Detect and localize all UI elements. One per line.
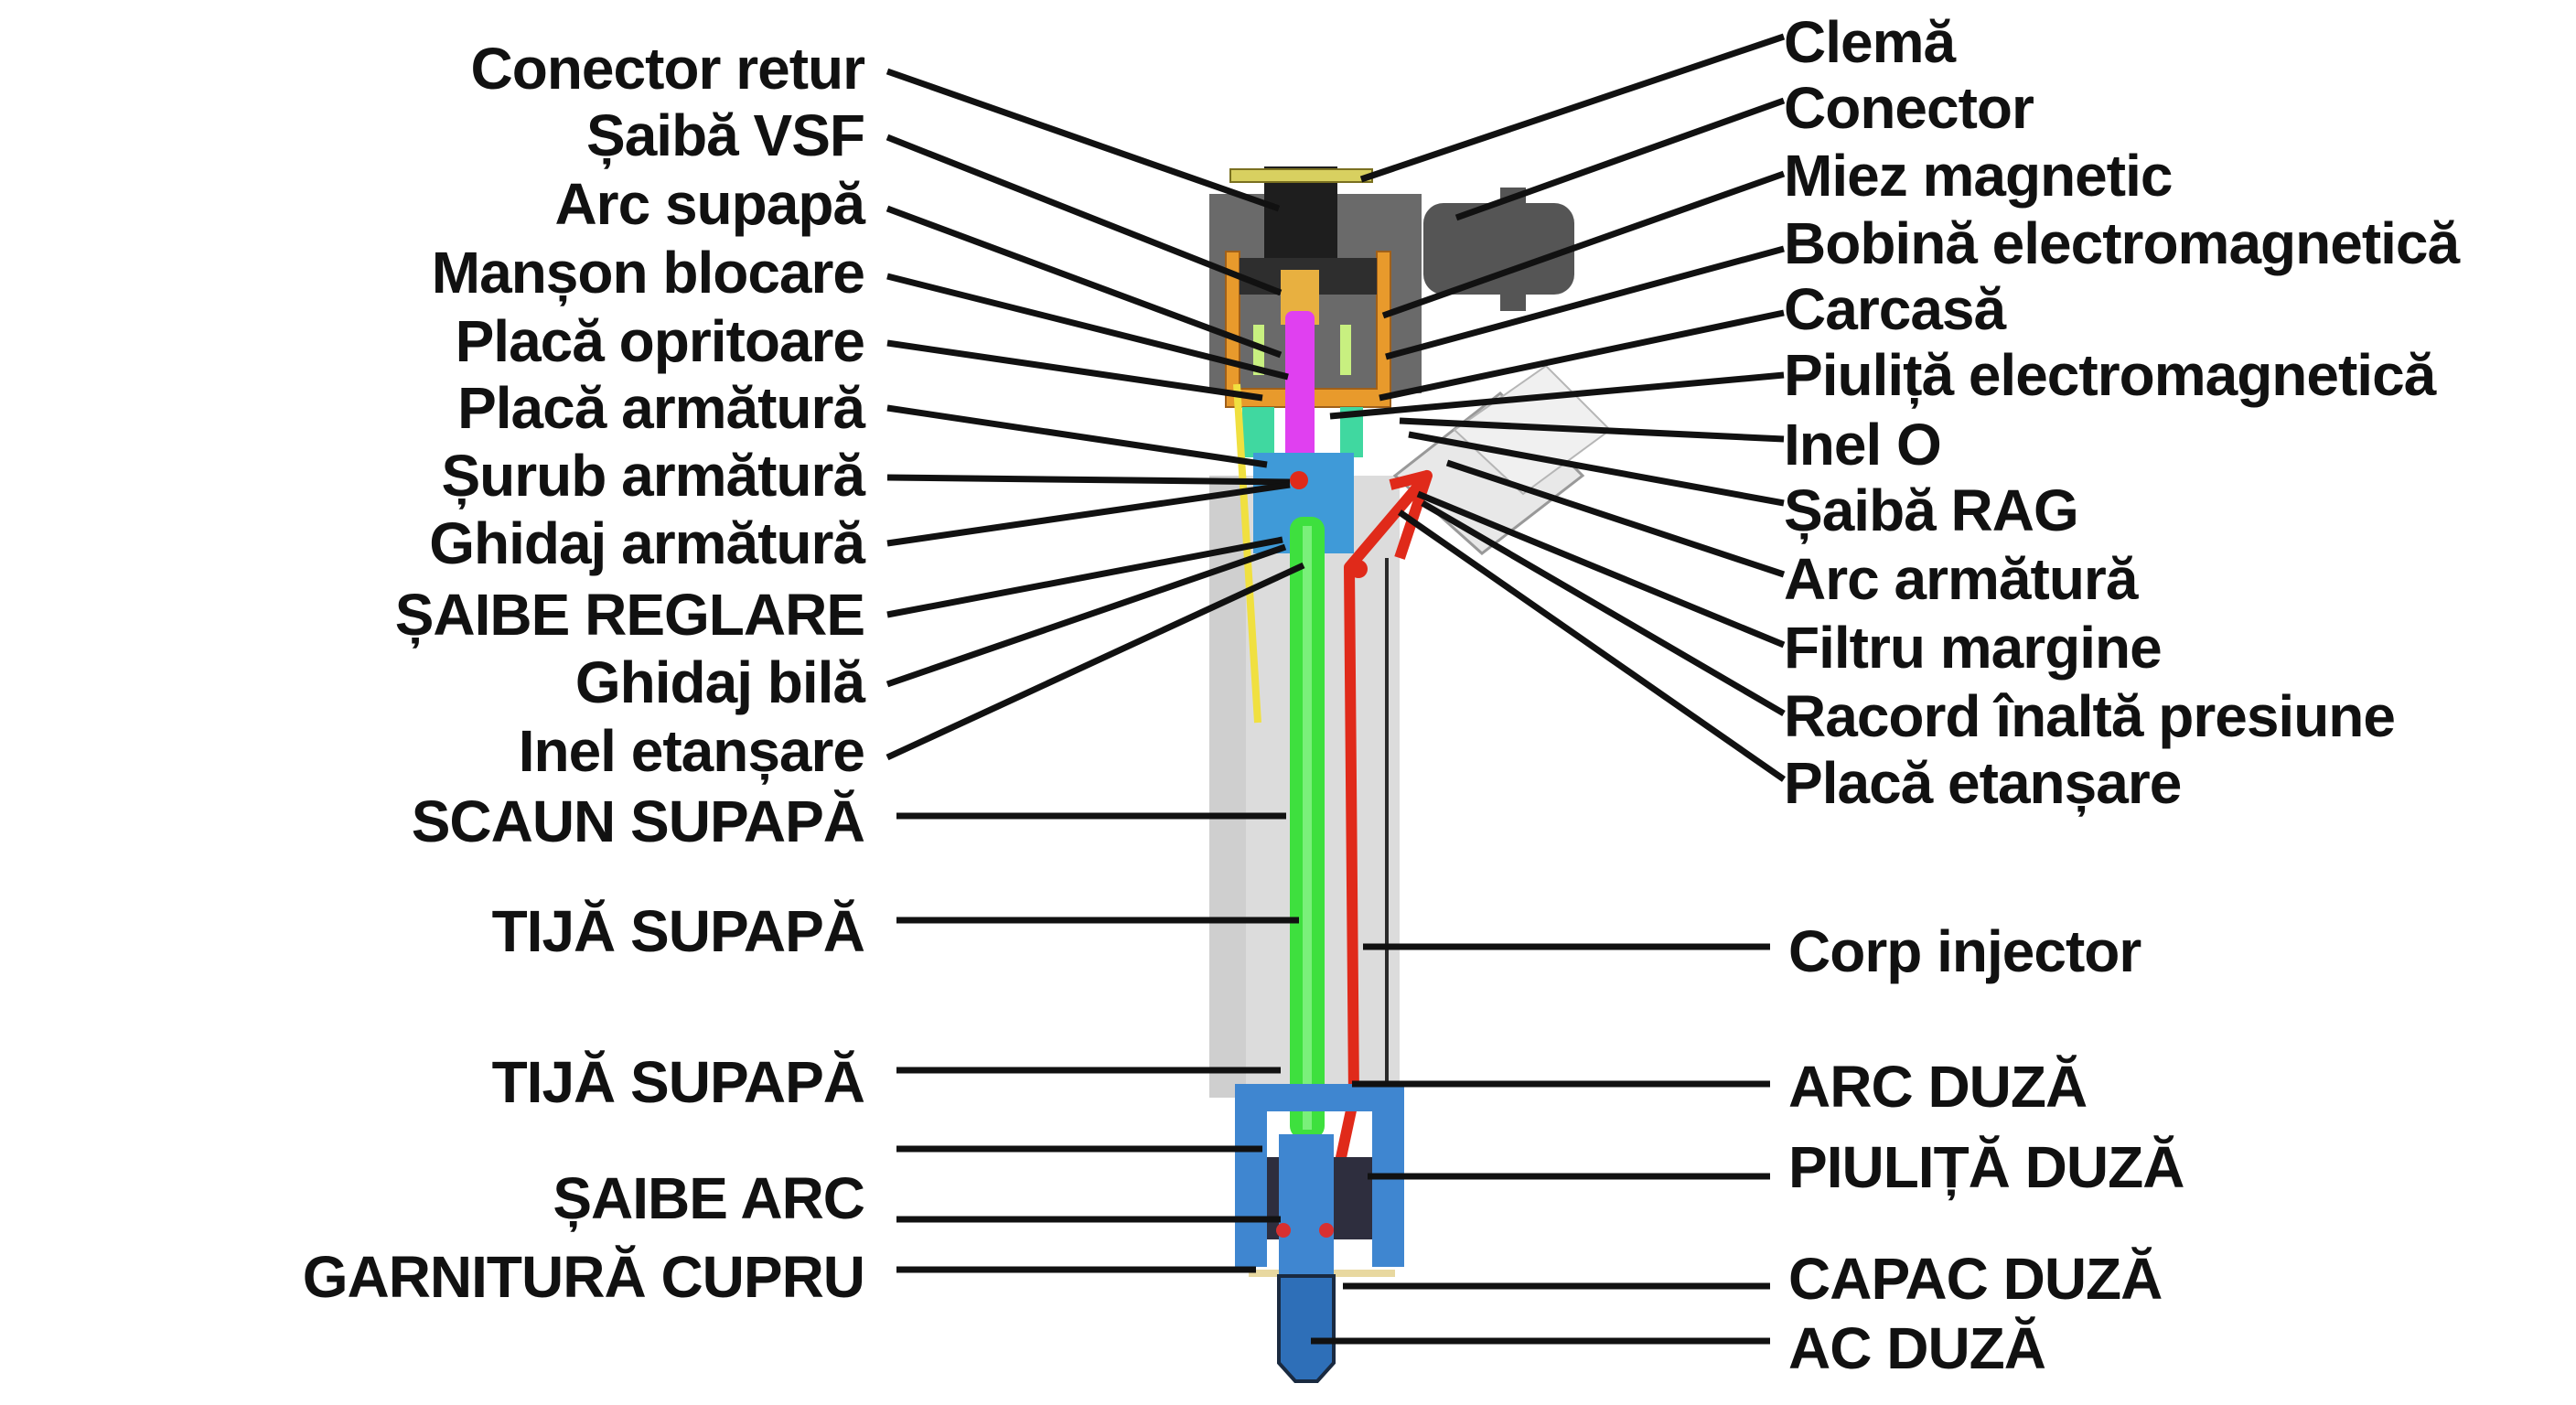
leader-piulita-electromagnetica	[1329, 371, 1785, 420]
label-piulita-electromagnetica: Piuliță electromagnetică	[1784, 342, 2437, 409]
leader-saibe-reglare	[886, 536, 1283, 618]
label-tija-supapa-2: TIJĂ SUPAPĂ	[492, 1049, 864, 1115]
label-placa-armatura: Placă armătură	[457, 375, 865, 441]
leader-inel-o	[1399, 417, 1785, 443]
leader-inel-etansare	[886, 562, 1305, 761]
leader-placa-armatura	[886, 404, 1268, 468]
leader-saiba-rag	[1408, 431, 1785, 507]
leader-ghidaj-bila	[886, 543, 1287, 688]
leader-conector-retur	[886, 68, 1281, 212]
stop-pin-right	[1340, 325, 1351, 375]
label-arc-duza: ARC DUZĂ	[1788, 1054, 2087, 1120]
label-filtru-margine: Filtru margine	[1784, 615, 2162, 681]
solenoid-coil	[1225, 251, 1391, 408]
label-arc-armatura: Arc armătură	[1784, 546, 2139, 612]
seat-left	[1276, 1223, 1291, 1238]
label-conector: Conector	[1784, 75, 2034, 141]
nozzle-nut	[1235, 1084, 1404, 1267]
label-clema: Clemă	[1784, 9, 1957, 75]
solenoid-nut-left	[1242, 407, 1274, 457]
valve-ball	[1290, 471, 1308, 489]
label-placa-etansare: Placă etanșare	[1784, 750, 2181, 817]
label-capac-duza: CAPAC DUZĂ	[1788, 1246, 2162, 1312]
label-piulita-duza: PIULIȚĂ DUZĂ	[1788, 1134, 2184, 1201]
label-scaun-supapa: SCAUN SUPAPĂ	[412, 788, 864, 854]
label-ghidaj-bila: Ghidaj bilă	[575, 649, 866, 715]
connector-tab-bottom	[1500, 291, 1526, 311]
leader-filtru-margine	[1416, 490, 1786, 649]
leader-bobina	[1385, 245, 1785, 360]
label-saibe-arc: ȘAIBE ARC	[553, 1165, 864, 1232]
armature	[1285, 311, 1315, 476]
label-manson-blocare: Manșon blocare	[432, 240, 864, 306]
right-leader-lines	[1311, 33, 1786, 1345]
nozzle-body	[1279, 1134, 1334, 1281]
injector-illustration	[1209, 166, 1612, 1383]
leader-conector	[1454, 97, 1786, 221]
label-tija-supapa-1: TIJĂ SUPAPĂ	[492, 898, 864, 964]
label-placa-opritoare: Placă opritoare	[456, 308, 864, 374]
label-conector-retur: Conector retur	[471, 36, 865, 102]
nozzle-needle-tip	[1277, 1274, 1336, 1383]
clip	[1229, 168, 1373, 183]
leader-racord	[1421, 499, 1786, 717]
right-labels: Clemă Conector Miez magnetic Bobină elec…	[1784, 9, 2462, 1381]
leader-surub-armatura	[886, 474, 1291, 486]
leader-placa-opritoare	[886, 339, 1263, 402]
label-ac-duza: AC DUZĂ	[1788, 1315, 2045, 1381]
label-racord-inalta-presiune: Racord înaltă presiune	[1784, 683, 2395, 749]
label-carcasa: Carcasă	[1784, 276, 2007, 342]
connector-plug	[1423, 203, 1574, 295]
label-garnitura-cupru: GARNITURĂ CUPRU	[303, 1244, 864, 1310]
label-saiba-vsf: Șaibă VSF	[586, 102, 864, 169]
leader-placa-etansare	[1398, 509, 1786, 782]
label-bobina-electromagnetica: Bobină electromagnetică	[1784, 210, 2461, 276]
leader-manson-blocare	[886, 273, 1289, 381]
seat-right	[1319, 1223, 1334, 1238]
leader-carcasa	[1379, 309, 1785, 402]
leader-clema	[1359, 33, 1786, 183]
leader-ghidaj-armatura	[886, 481, 1291, 547]
left-leader-lines	[886, 68, 1305, 1273]
leader-arc-supapa	[886, 205, 1283, 359]
label-corp-injector: Corp injector	[1788, 918, 2141, 984]
return-line	[1233, 383, 1261, 724]
left-labels: Conector retur Șaibă VSF Arc supapă Manș…	[303, 36, 867, 1310]
high-pressure-line	[1321, 470, 1433, 1228]
leader-arc-armatura	[1445, 459, 1786, 578]
leader-saiba-vsf	[886, 134, 1283, 296]
hp-line-joint	[1349, 560, 1368, 578]
valve-stem-highlight	[1303, 526, 1312, 1130]
label-surub-armatura: Șurub armătură	[441, 443, 865, 509]
label-saibe-reglare: ȘAIBE REGLARE	[395, 582, 864, 649]
label-inel-o: Inel O	[1784, 412, 1941, 477]
label-ghidaj-armatura: Ghidaj armătură	[429, 510, 865, 576]
label-arc-supapa: Arc supapă	[554, 171, 865, 237]
label-miez-magnetic: Miez magnetic	[1784, 143, 2172, 209]
label-saiba-rag: Șaibă RAG	[1784, 477, 2078, 544]
injector-body-shade	[1209, 476, 1246, 1098]
label-inel-etansare: Inel etanșare	[519, 718, 864, 785]
leader-miez-magnetic	[1381, 170, 1786, 319]
